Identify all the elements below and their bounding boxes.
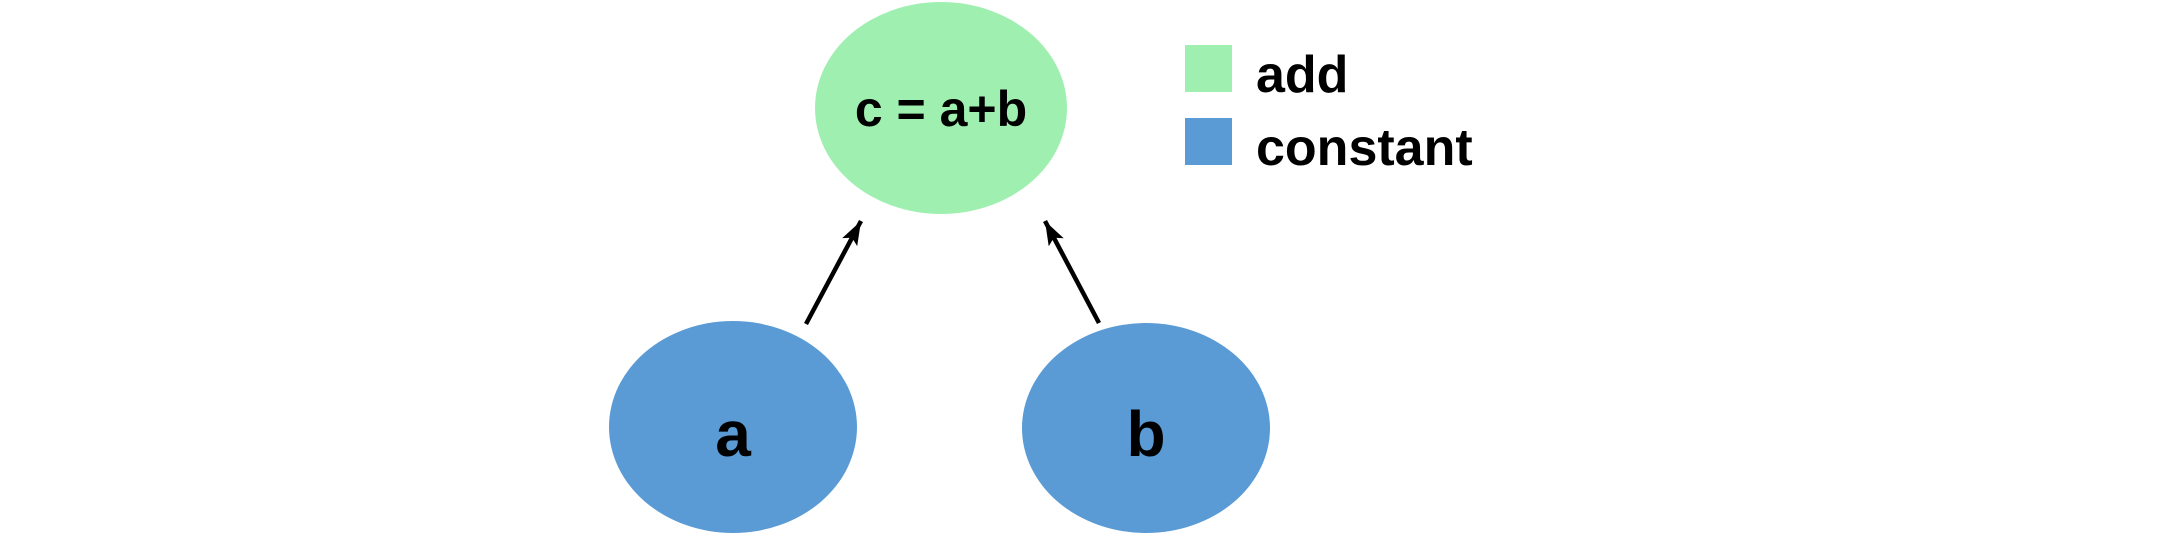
- legend-label-constant: constant: [1256, 119, 1473, 177]
- legend: add constant: [1185, 45, 1473, 177]
- edge-a-to-c: [804, 219, 863, 326]
- node-c-label: c = a+b: [855, 81, 1027, 137]
- node-b-ellipse: [1022, 323, 1270, 533]
- node-b-label: b: [1126, 398, 1165, 470]
- legend-label-add: add: [1256, 46, 1348, 104]
- edge-b-to-c: [1043, 219, 1101, 325]
- node-a-ellipse: [609, 321, 857, 533]
- node-c-ellipse: [815, 2, 1067, 214]
- legend-swatch-add: [1185, 45, 1232, 92]
- node-a-label: a: [715, 398, 751, 470]
- legend-swatch-constant: [1185, 118, 1232, 165]
